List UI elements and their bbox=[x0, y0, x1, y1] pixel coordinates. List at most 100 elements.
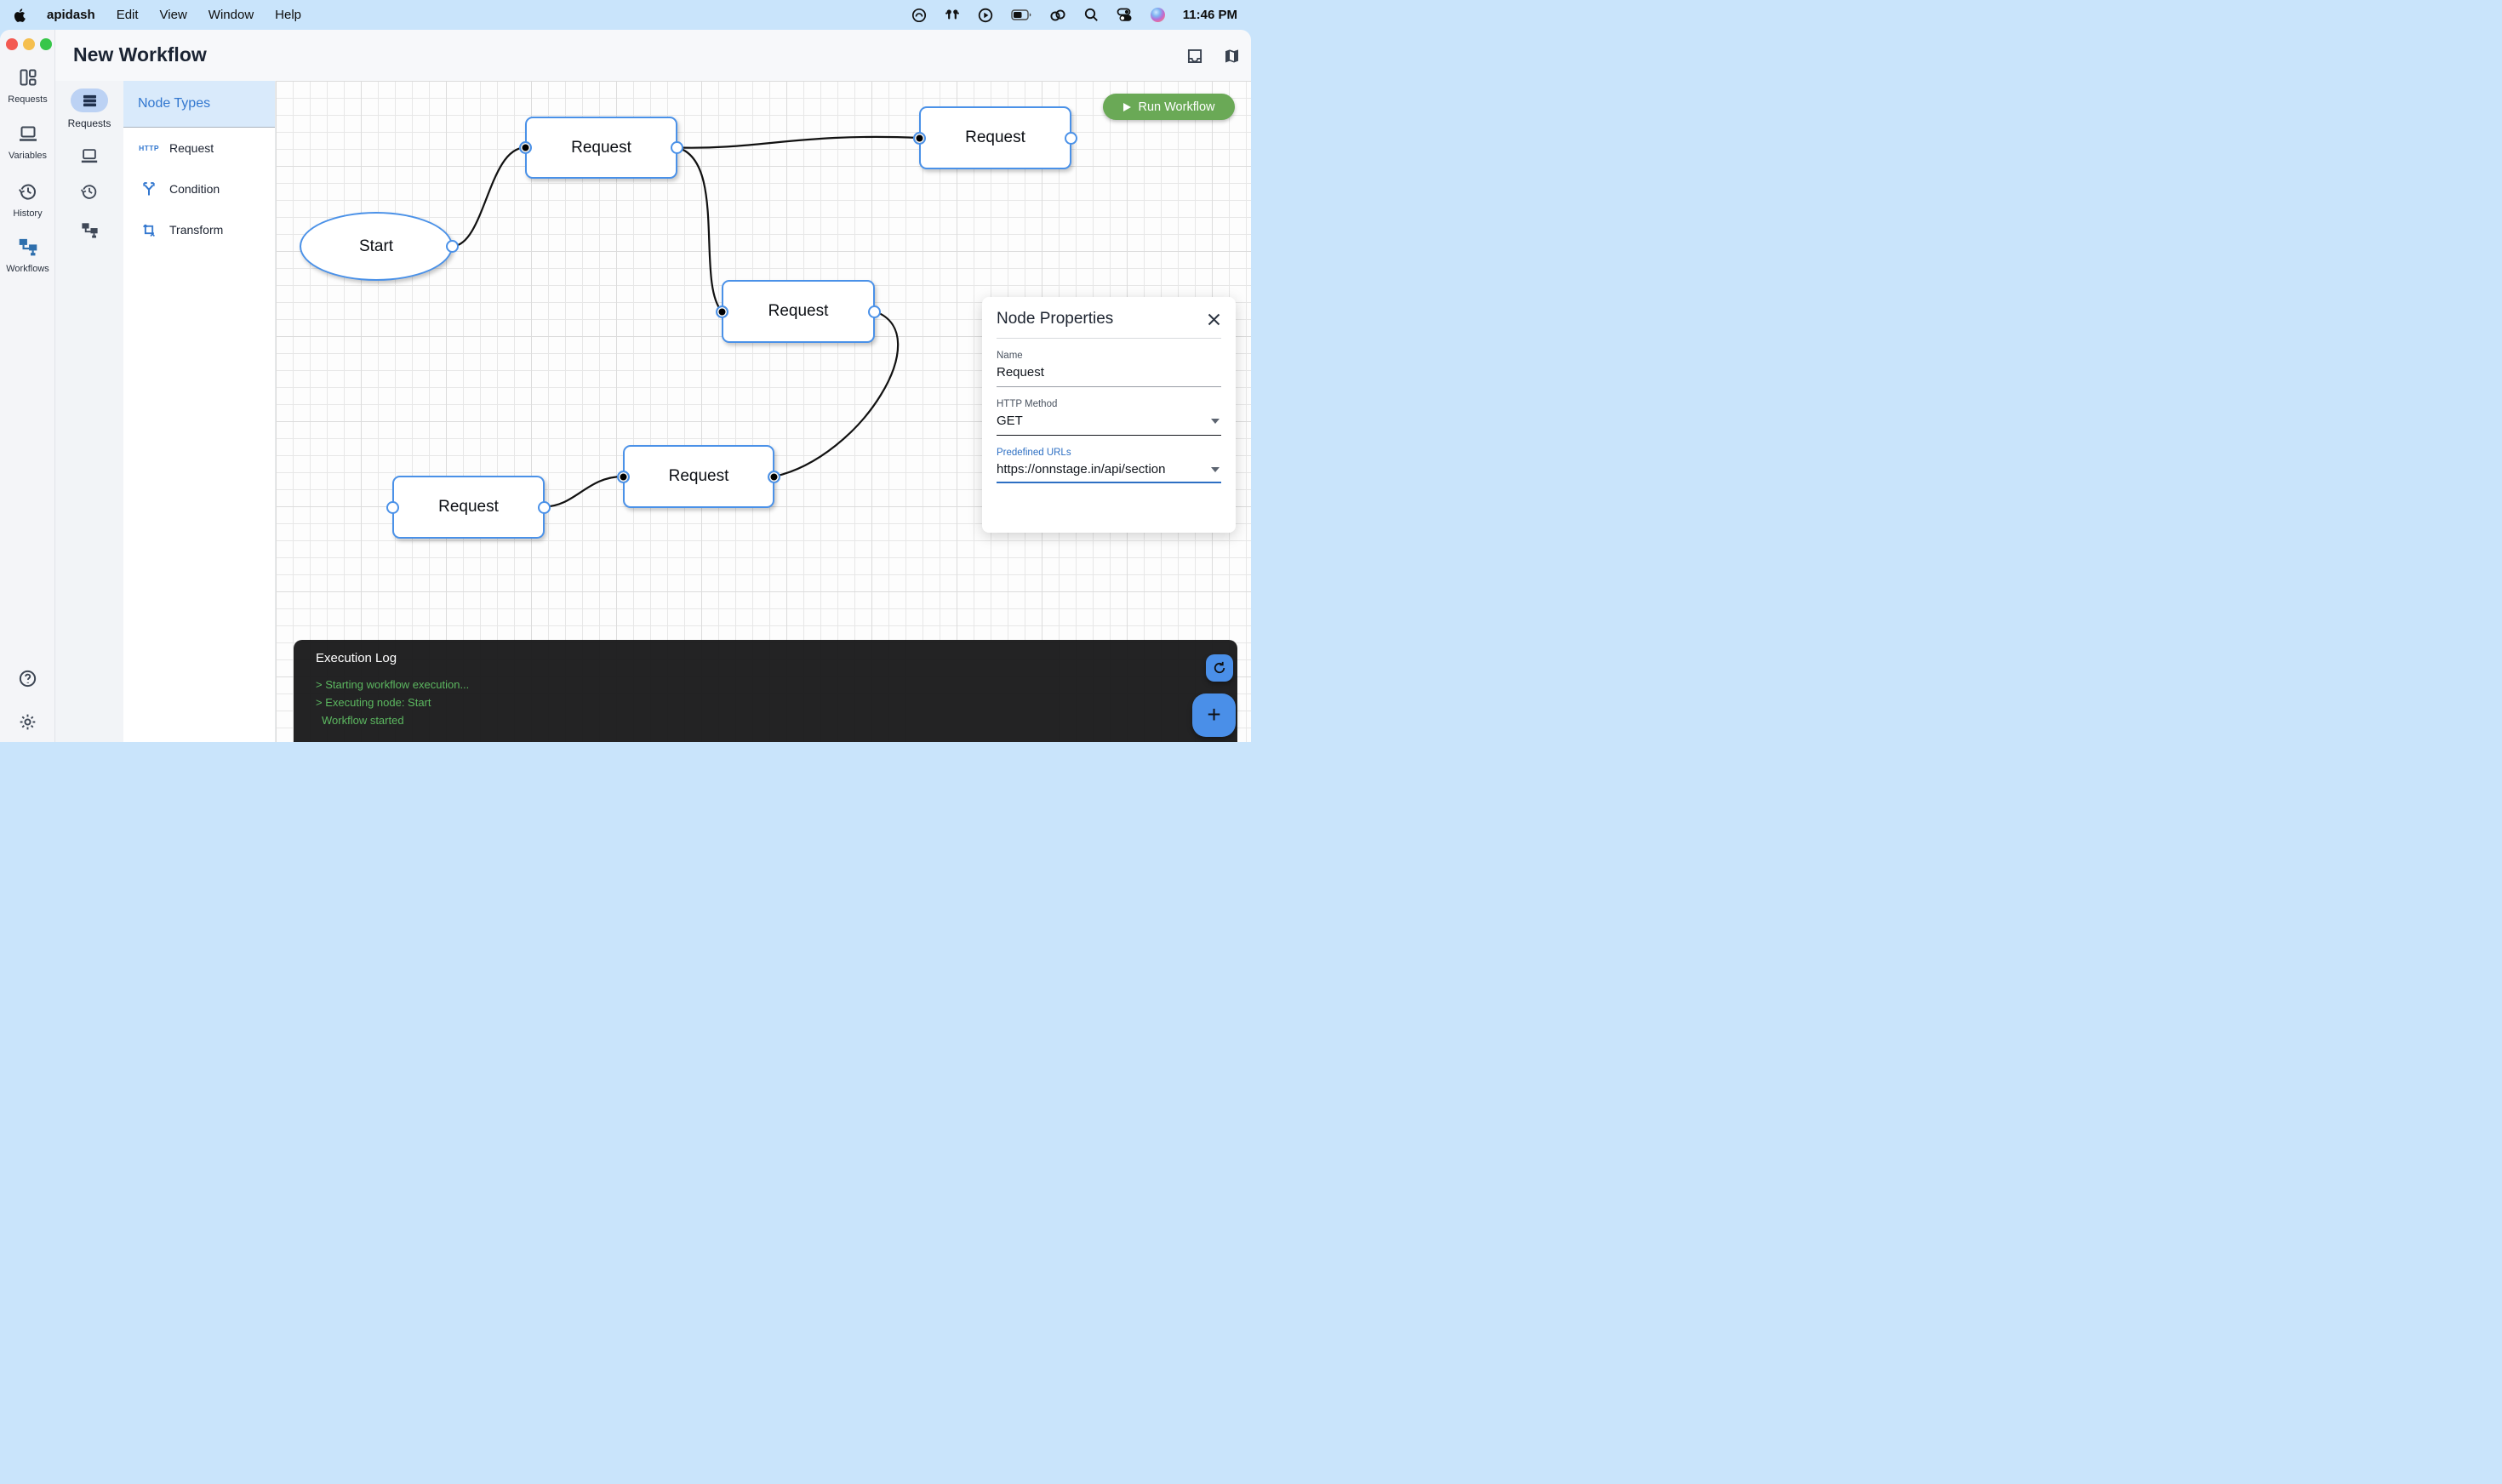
left-sidebar: Requests Variables History Workflows bbox=[0, 30, 55, 742]
predefined-urls-dropdown[interactable]: https://onnstage.in/api/section bbox=[997, 462, 1221, 483]
node-type-label: Condition bbox=[169, 182, 220, 196]
node-label: Request bbox=[768, 302, 829, 320]
variables-icon bbox=[0, 123, 55, 148]
apple-logo-icon[interactable] bbox=[14, 8, 26, 22]
app-window: Requests Variables History Workflows bbox=[0, 30, 1251, 742]
sidebar-item-requests[interactable]: Requests bbox=[0, 67, 55, 105]
variables-icon bbox=[81, 149, 98, 163]
refresh-log-button[interactable] bbox=[1206, 654, 1233, 682]
minimize-window-button[interactable] bbox=[23, 38, 35, 50]
node-label: Request bbox=[668, 467, 729, 485]
node-request-3[interactable]: Request bbox=[716, 280, 881, 343]
battery-icon[interactable] bbox=[1011, 9, 1031, 20]
node-request-5[interactable]: Request bbox=[617, 445, 780, 508]
sidebar-item-history[interactable]: History bbox=[0, 181, 55, 219]
http-method-dropdown[interactable]: GET bbox=[997, 414, 1221, 436]
workflows-icon bbox=[0, 235, 55, 261]
sidebar-item-workflows[interactable]: Workflows bbox=[0, 235, 55, 274]
siri-icon[interactable] bbox=[1150, 8, 1165, 22]
settings-button[interactable] bbox=[0, 712, 55, 736]
help-button[interactable] bbox=[0, 669, 55, 693]
close-icon[interactable] bbox=[1207, 312, 1221, 327]
sidebar-item-variables[interactable]: Variables bbox=[0, 123, 55, 161]
secondary-tab-requests[interactable] bbox=[71, 88, 108, 112]
close-window-button[interactable] bbox=[6, 38, 18, 50]
play-icon bbox=[1122, 102, 1131, 111]
node-types-title: Node Types bbox=[138, 96, 211, 111]
node-request-4[interactable]: Request bbox=[386, 476, 551, 539]
add-node-button[interactable]: + bbox=[1192, 693, 1236, 737]
node-properties-panel: Node Properties Name Request HTTP Method… bbox=[982, 297, 1236, 533]
output-port[interactable] bbox=[538, 500, 551, 514]
log-line: > Executing node: Start bbox=[316, 696, 431, 709]
workflows-icon bbox=[81, 223, 98, 238]
input-port[interactable] bbox=[913, 131, 926, 145]
execution-log-panel: Execution Log > Starting workflow execut… bbox=[294, 640, 1237, 742]
node-types-panel: Node Types HTTP Request Condition Transf… bbox=[123, 81, 276, 742]
condition-icon bbox=[138, 180, 160, 197]
output-port[interactable] bbox=[1065, 131, 1077, 145]
menu-edit[interactable]: Edit bbox=[116, 8, 139, 22]
name-field-label: Name bbox=[997, 351, 1023, 361]
search-icon[interactable] bbox=[1084, 8, 1099, 22]
creative-cloud-icon[interactable] bbox=[911, 8, 927, 23]
secondary-item-workflows[interactable] bbox=[55, 220, 123, 243]
help-icon bbox=[0, 669, 55, 693]
map-button[interactable] bbox=[1223, 48, 1241, 69]
menu-app-name[interactable]: apidash bbox=[47, 8, 95, 22]
output-port[interactable] bbox=[768, 470, 780, 483]
log-line: > Starting workflow execution... bbox=[316, 678, 470, 691]
node-label: Request bbox=[965, 128, 1025, 146]
node-request-1[interactable]: Request bbox=[519, 117, 683, 179]
control-center-icon[interactable] bbox=[1117, 8, 1133, 22]
method-field-value: GET bbox=[997, 414, 1023, 428]
input-port[interactable] bbox=[386, 500, 399, 514]
workflow-canvas[interactable]: Run Workflow Start Request Request Reque… bbox=[276, 81, 1251, 742]
output-port[interactable] bbox=[868, 305, 881, 318]
node-start[interactable]: Start bbox=[300, 212, 459, 281]
traffic-lights bbox=[6, 38, 52, 50]
node-request-2[interactable]: Request bbox=[913, 106, 1077, 169]
chevron-down-icon bbox=[1211, 418, 1220, 424]
zoom-window-button[interactable] bbox=[40, 38, 52, 50]
menu-window[interactable]: Window bbox=[208, 8, 254, 22]
save-workflow-button[interactable] bbox=[1186, 48, 1203, 69]
history-icon bbox=[80, 185, 97, 199]
page-title: New Workflow bbox=[73, 43, 207, 66]
output-port[interactable] bbox=[671, 141, 683, 154]
sidebar-item-label: Requests bbox=[8, 94, 48, 105]
node-type-condition[interactable]: Condition bbox=[123, 174, 276, 203]
edge-request1-to-request2 bbox=[677, 135, 920, 149]
menu-help[interactable]: Help bbox=[275, 8, 302, 22]
clock-time[interactable]: 11:46 PM bbox=[1182, 8, 1237, 22]
input-port[interactable] bbox=[519, 141, 532, 154]
link-rings-icon[interactable] bbox=[1049, 9, 1066, 22]
airpods-icon[interactable] bbox=[945, 9, 960, 22]
refresh-icon bbox=[1214, 661, 1225, 674]
log-line: Workflow started bbox=[322, 714, 404, 727]
list-icon bbox=[83, 94, 96, 106]
urls-field-label: Predefined URLs bbox=[997, 448, 1071, 458]
node-type-transform[interactable]: Transform bbox=[123, 215, 276, 244]
sidebar-item-label: History bbox=[13, 208, 43, 219]
play-circle-icon[interactable] bbox=[978, 8, 993, 23]
title-bar: New Workflow bbox=[55, 30, 1251, 81]
run-workflow-button[interactable]: Run Workflow bbox=[1103, 94, 1235, 120]
edge-request4-to-request5 bbox=[544, 475, 624, 508]
method-field-label: HTTP Method bbox=[997, 399, 1058, 409]
transform-icon bbox=[138, 221, 160, 238]
node-label: Request bbox=[571, 138, 631, 157]
node-type-request[interactable]: HTTP Request bbox=[123, 134, 276, 163]
name-field[interactable]: Request bbox=[997, 365, 1221, 387]
node-label: Request bbox=[438, 498, 499, 516]
history-icon bbox=[0, 181, 55, 206]
input-port[interactable] bbox=[617, 470, 630, 483]
secondary-item-variables[interactable] bbox=[55, 146, 123, 169]
run-workflow-label: Run Workflow bbox=[1138, 100, 1215, 114]
input-port[interactable] bbox=[716, 305, 728, 318]
menu-view[interactable]: View bbox=[159, 8, 187, 22]
output-port[interactable] bbox=[446, 240, 459, 253]
secondary-item-history[interactable] bbox=[55, 182, 123, 205]
node-type-label: Request bbox=[169, 141, 214, 155]
node-label: Start bbox=[358, 237, 394, 255]
